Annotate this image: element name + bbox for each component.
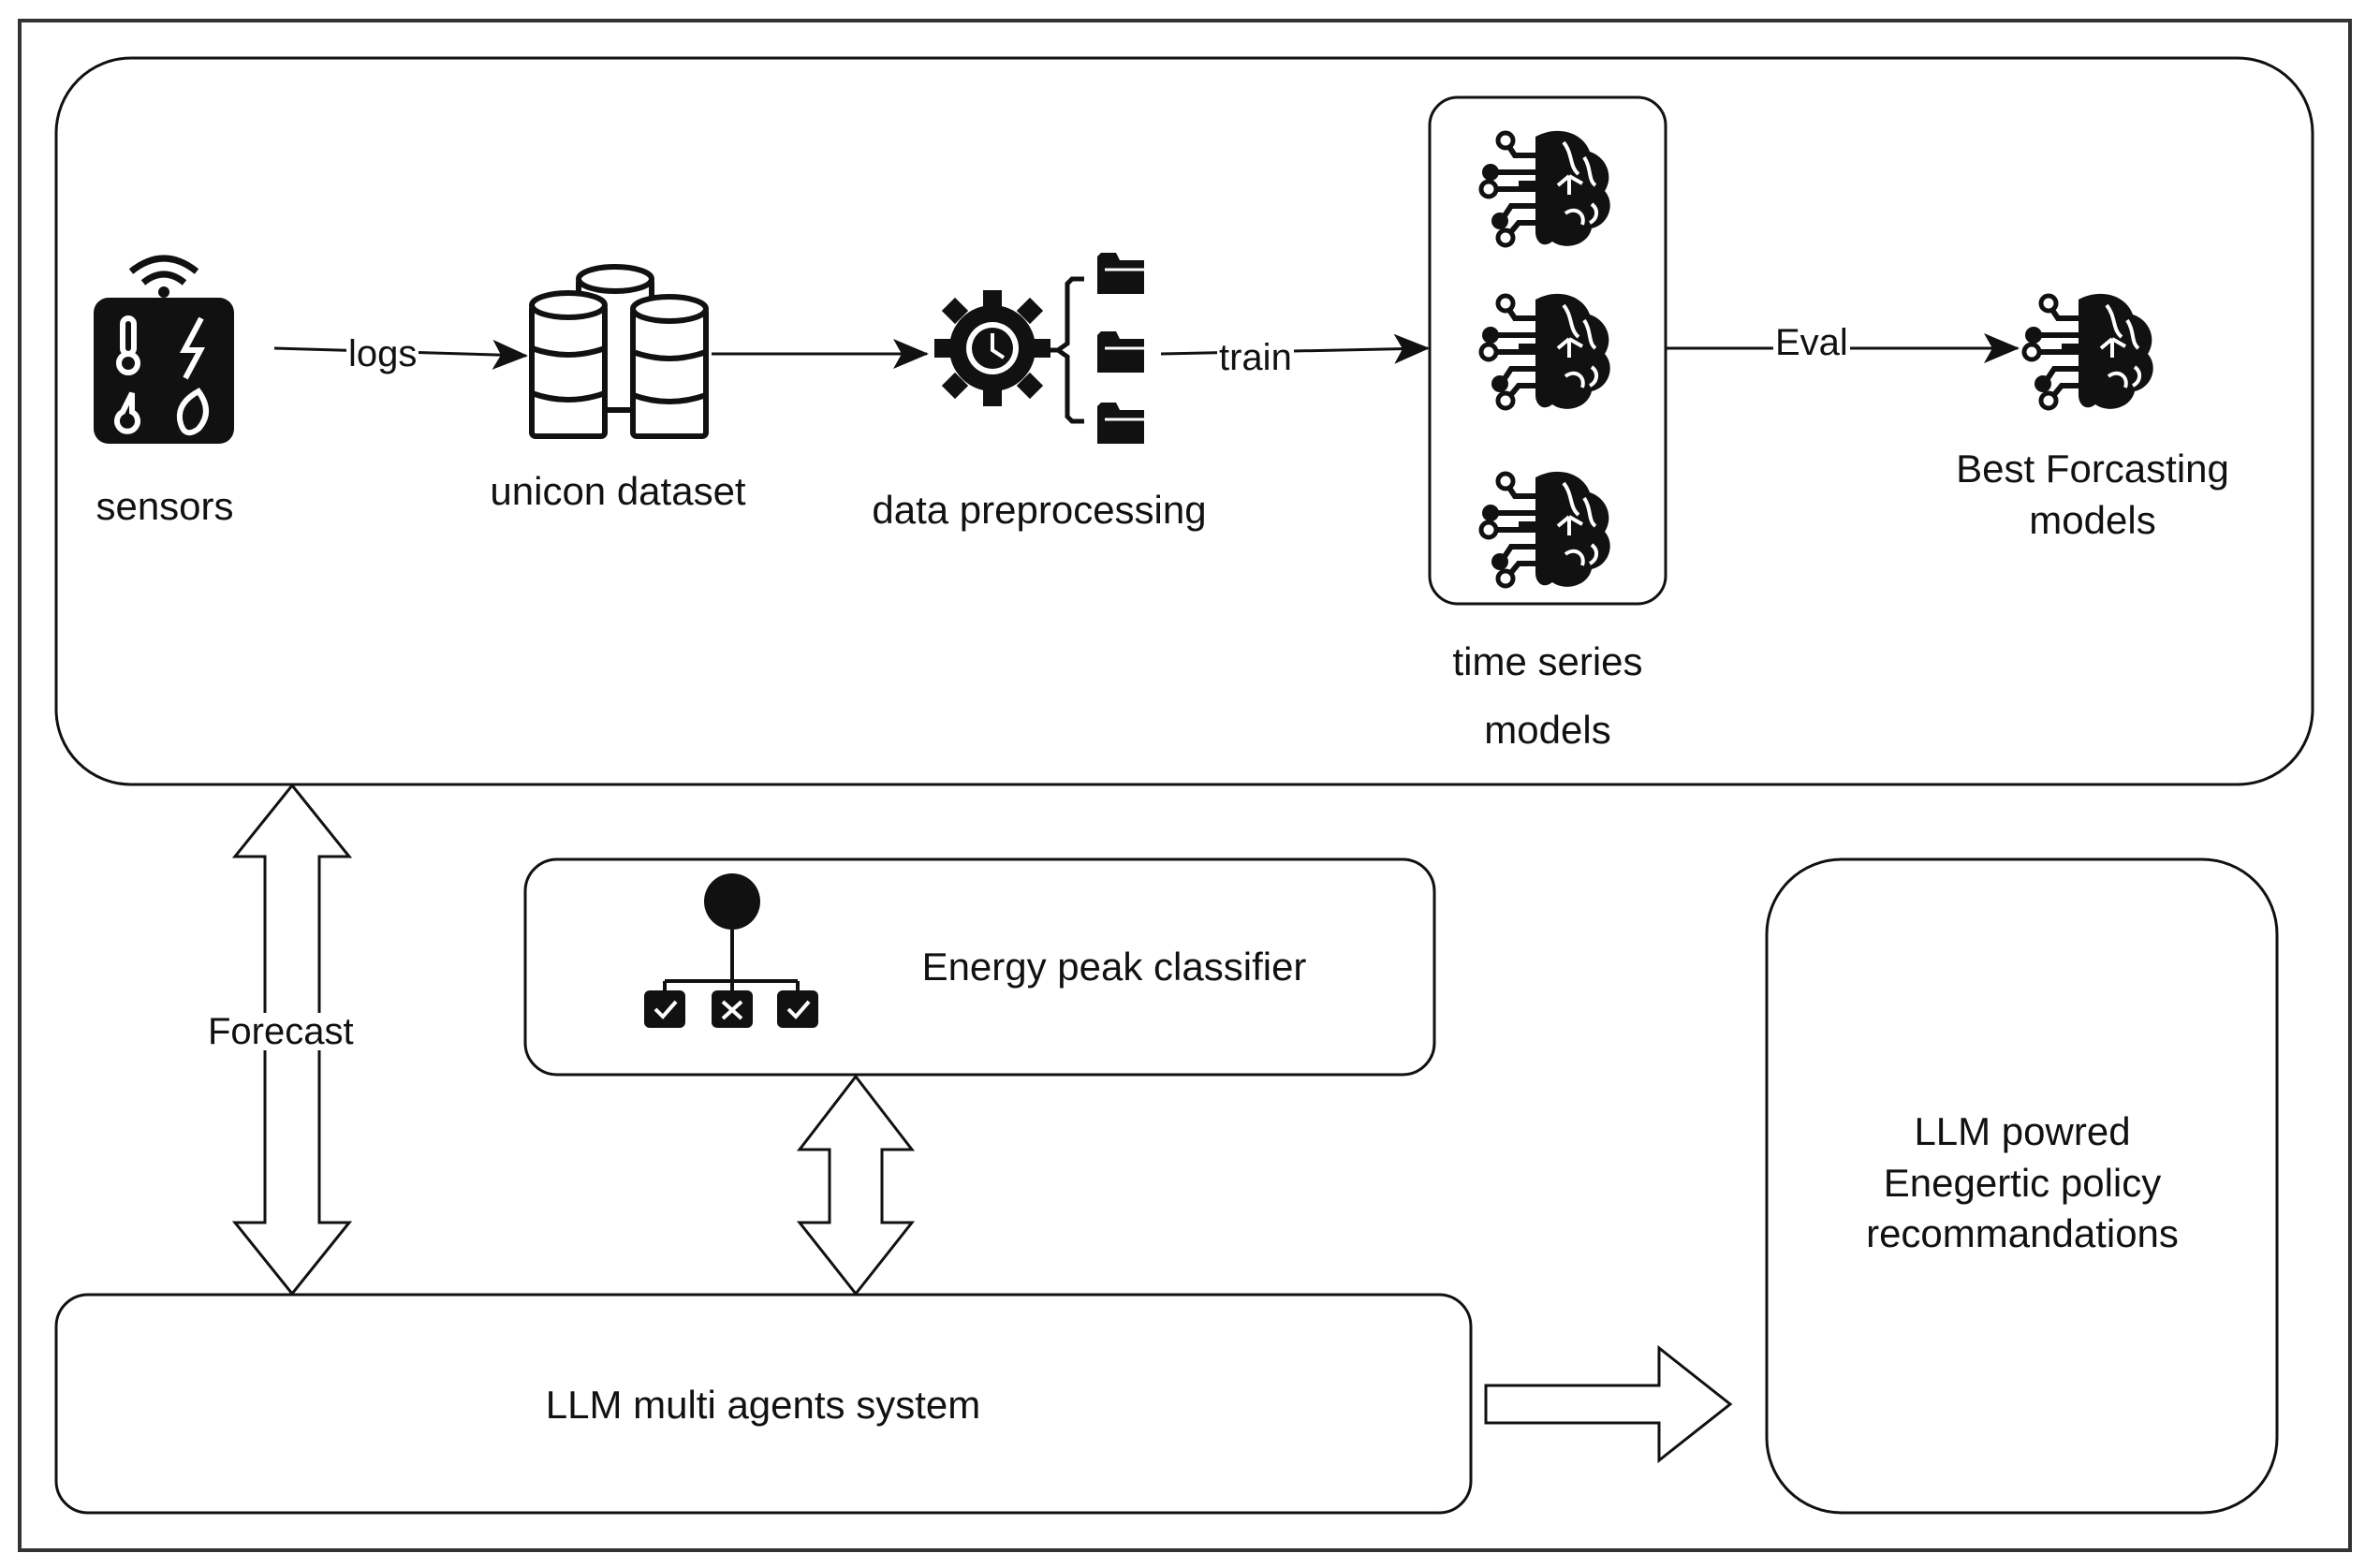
best-models-label-line1: Best Forcasting [1956,447,2229,491]
outer-frame [18,19,2352,1552]
logs-edge-label: logs [346,333,419,374]
decision-tree-icon [644,873,818,1028]
train-arrow [1160,333,1430,364]
recommendations-box [1765,857,2279,1515]
train-edge-label: train [1217,337,1294,378]
recommendations-label: LLM powred Enegertic policy recommandati… [1788,1106,2256,1260]
preprocessing-label: data preprocessing [872,488,1207,532]
output-block-arrow [1484,1344,1733,1464]
multi-agent-label: LLM multi agents system [545,1383,981,1427]
best-models-label-line2: models [2029,497,2156,542]
time-series-models-label-line1: time series [1452,639,1643,683]
time-series-models-label: time series models [1404,637,1691,755]
folder-icon [1095,251,1146,446]
multi-agent-box [54,1293,1473,1515]
recommendations-label-line1: LLM powred [1914,1109,2131,1153]
eval-edge-label: Eval [1773,322,1850,363]
gear-clock-icon [934,290,1050,406]
classifier-label: Energy peak classifier [921,945,1307,989]
classifier-double-arrow [796,1074,916,1297]
dataset-label: unicon dataset [490,469,746,513]
forecast-edge-label: Forecast [206,1011,356,1052]
pipeline-container [54,56,2314,786]
time-series-models-label-line2: models [1484,707,1611,752]
recommendations-label-line2: Enegertic policy [1883,1160,2162,1205]
sensors-label: sensors [95,484,234,528]
recommendations-label-line3: recommandations [1866,1211,2179,1256]
sensor-device-icon [94,255,234,444]
database-icon [529,264,709,439]
best-models-label: Best Forcasting models [1910,444,2275,546]
